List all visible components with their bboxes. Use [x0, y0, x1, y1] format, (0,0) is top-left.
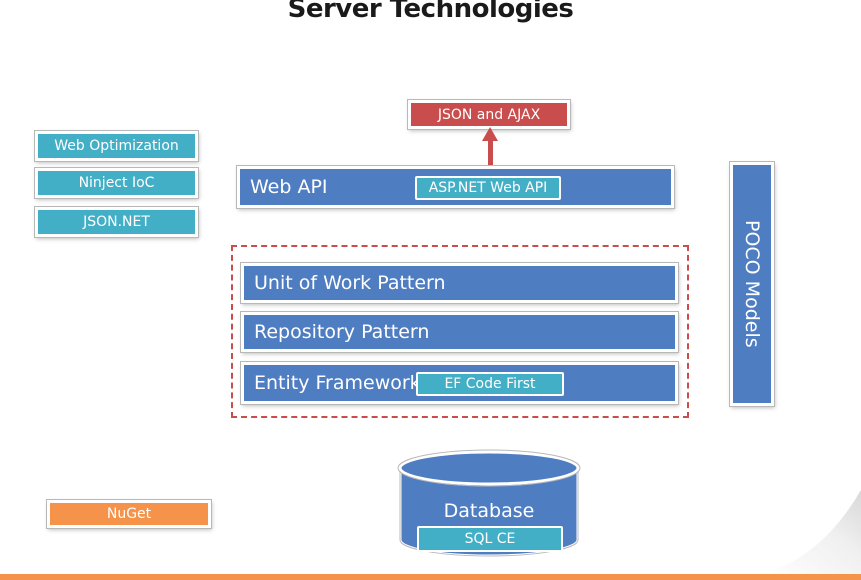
json-net-box: JSON.NET	[35, 207, 198, 237]
repository-layer: Repository Pattern	[241, 312, 678, 352]
web-optimization-label: Web Optimization	[54, 138, 179, 154]
repository-label: Repository Pattern	[254, 321, 430, 343]
page-curl-decoration	[760, 490, 861, 574]
database-cylinder: Database SQL CE	[396, 448, 582, 558]
nuget-label: NuGet	[106, 506, 152, 522]
json-ajax-box: JSON and AJAX	[408, 100, 570, 129]
json-ajax-label: JSON and AJAX	[437, 106, 541, 123]
poco-models-label: POCO Models	[741, 220, 763, 348]
nuget-box: NuGet	[47, 500, 211, 528]
aspnet-web-api-tag: ASP.NET Web API	[415, 176, 561, 200]
unit-of-work-label: Unit of Work Pattern	[254, 272, 446, 294]
web-api-label: Web API	[250, 176, 328, 198]
json-net-label: JSON.NET	[83, 214, 150, 230]
ninject-ioc-box: Ninject IoC	[35, 168, 198, 198]
sql-ce-tag: SQL CE	[417, 526, 563, 552]
ninject-ioc-label: Ninject IoC	[78, 175, 155, 191]
unit-of-work-layer: Unit of Work Pattern	[241, 263, 678, 303]
entity-framework-layer: Entity Framework EF Code First	[241, 362, 678, 404]
web-api-layer: Web API ASP.NET Web API	[237, 166, 674, 208]
slide-title: Server Technologies	[287, 0, 574, 24]
data-access-group	[231, 245, 689, 418]
up-arrow-icon	[482, 127, 498, 141]
ef-code-first-tag: EF Code First	[416, 372, 564, 396]
bottom-accent-bar	[0, 574, 861, 580]
database-label: Database	[443, 500, 535, 522]
entity-framework-label: Entity Framework	[254, 372, 421, 394]
poco-models-box: POCO Models	[730, 162, 774, 406]
arrow-shaft	[488, 140, 493, 167]
web-optimization-box: Web Optimization	[35, 131, 198, 161]
